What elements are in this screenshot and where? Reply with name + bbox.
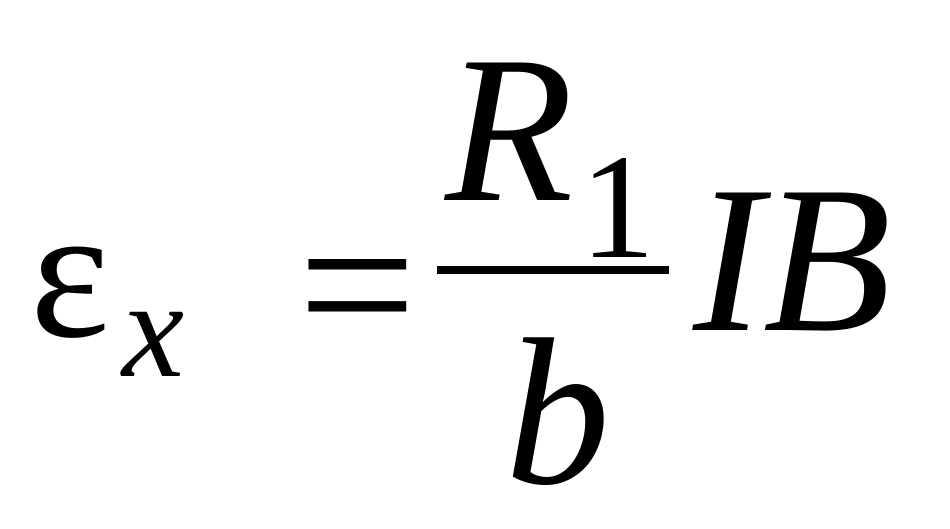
fraction-bar [437,266,669,274]
product-ib: IB [693,144,892,376]
epsilon-symbol: ε [30,168,110,378]
subscript-x: x [122,252,185,407]
numerator-subscript: 1 [580,124,655,290]
denominator-b: b [505,297,610,529]
numerator-r: R [445,14,574,246]
equals-sign: = [298,169,417,401]
